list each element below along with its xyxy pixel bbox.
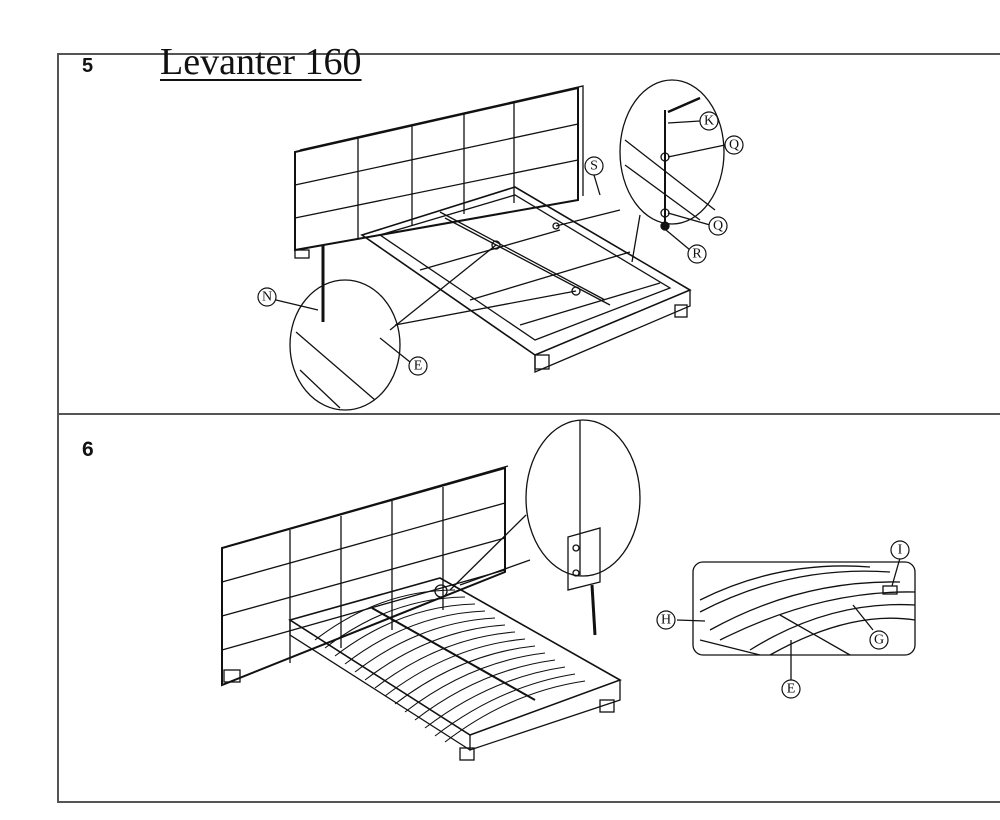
callout-h: H xyxy=(656,610,676,630)
instruction-page-frame xyxy=(57,53,1000,803)
step-5-bed-frame-diagram xyxy=(275,79,726,411)
step-divider xyxy=(57,413,1000,415)
callout-q-bottom: Q xyxy=(708,216,728,236)
svg-text:N: N xyxy=(262,290,272,305)
svg-text:E: E xyxy=(787,682,796,697)
callout-i: I xyxy=(890,540,910,560)
svg-text:S: S xyxy=(590,159,598,174)
callout-k: K xyxy=(699,111,719,131)
svg-text:G: G xyxy=(874,633,884,648)
callout-g: G xyxy=(869,630,889,650)
svg-text:I: I xyxy=(898,543,903,558)
page-title: Levanter 160 xyxy=(160,41,362,83)
callout-q-top: Q xyxy=(724,135,744,155)
callout-e-step5: E xyxy=(408,356,428,376)
step-6-number: 6 xyxy=(82,438,94,461)
svg-text:R: R xyxy=(692,247,702,262)
callout-s: S xyxy=(584,156,604,176)
svg-text:K: K xyxy=(704,114,714,129)
callout-e-step6: E xyxy=(781,679,801,699)
svg-text:H: H xyxy=(661,613,671,628)
svg-text:Q: Q xyxy=(729,138,739,153)
step-5-number: 5 xyxy=(82,55,94,77)
svg-text:Q: Q xyxy=(713,219,723,234)
svg-text:E: E xyxy=(414,359,423,374)
step-6-slats-diagram xyxy=(221,419,916,761)
callout-n: N xyxy=(257,287,277,307)
callout-r: R xyxy=(687,244,707,264)
